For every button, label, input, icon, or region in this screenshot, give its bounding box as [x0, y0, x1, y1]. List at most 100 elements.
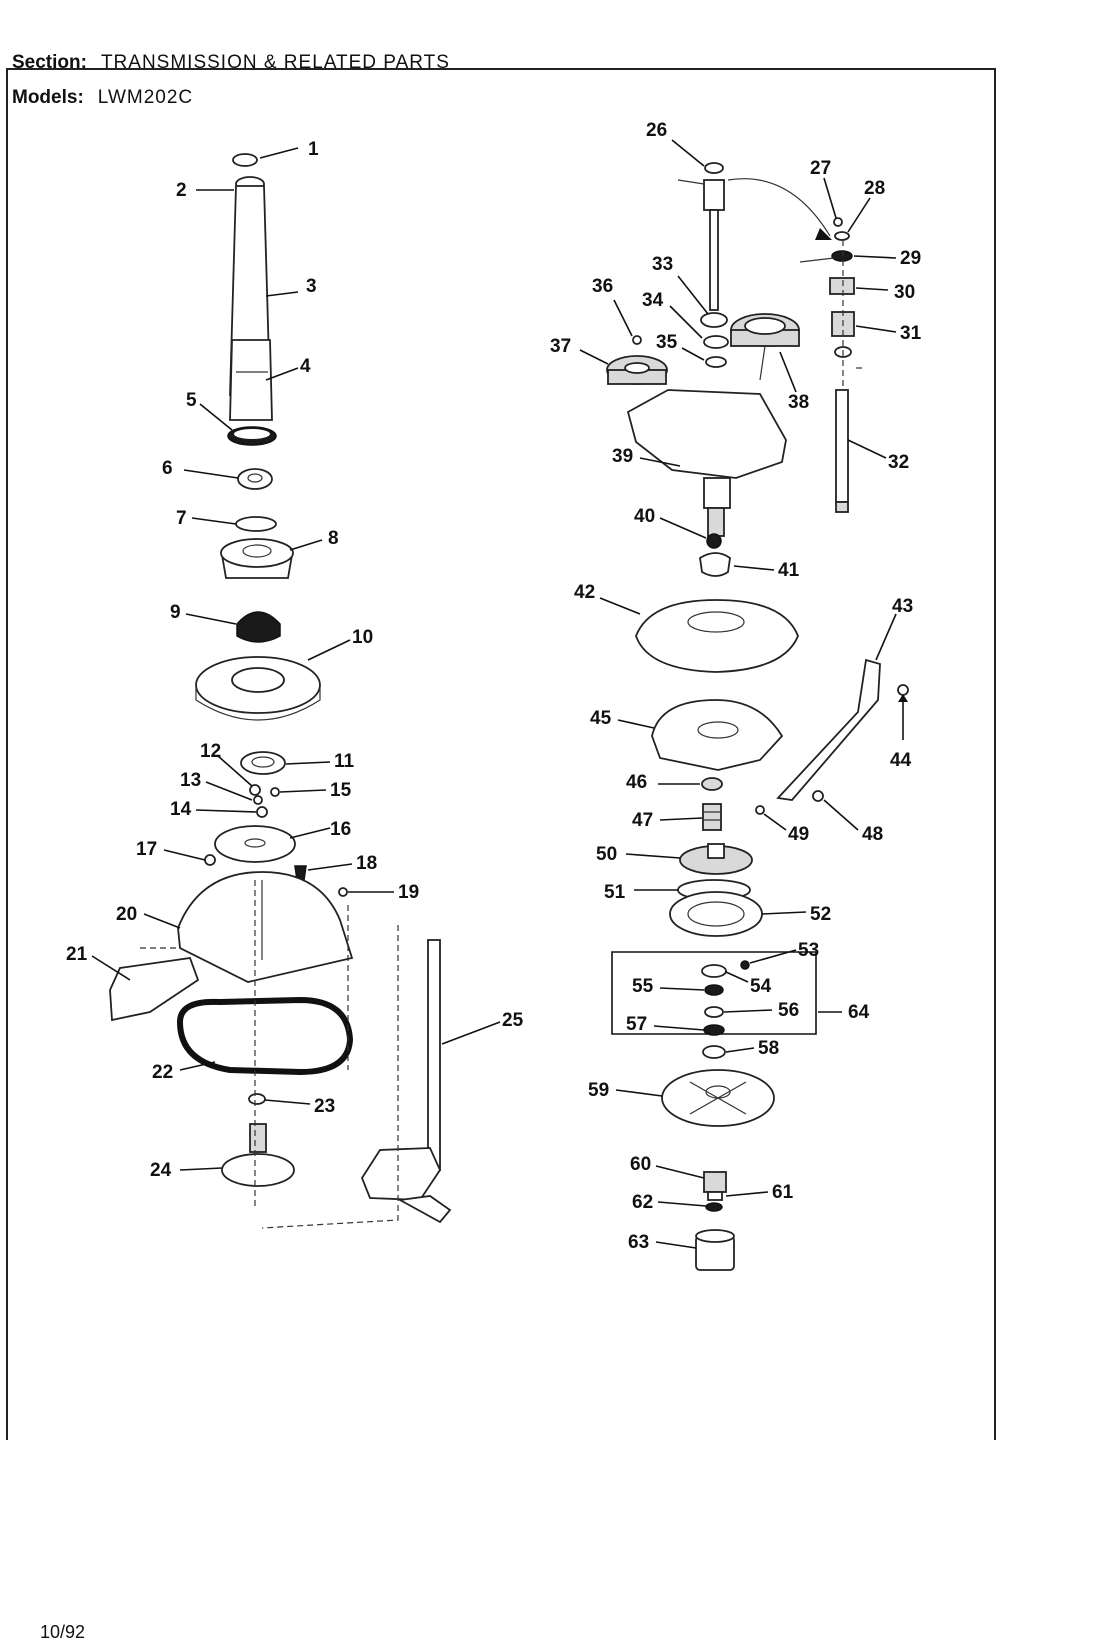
- callout-13: 13: [180, 770, 201, 791]
- callout-19: 19: [398, 882, 419, 903]
- callout-20: 20: [116, 904, 137, 925]
- right-leaders: [579, 139, 897, 1249]
- part-36-screw: [632, 335, 642, 345]
- part-61-sleeve: [707, 1191, 723, 1201]
- part-54-washer: [701, 964, 727, 978]
- callout-55: 55: [632, 976, 654, 997]
- part-9-boot: [236, 611, 281, 643]
- part-64-kit-box: [611, 951, 817, 1035]
- part-7-o-ring: [235, 516, 277, 532]
- callout-26: 26: [646, 120, 667, 141]
- part-42-cover: [635, 599, 799, 673]
- callout-1: 1: [308, 139, 319, 160]
- right-assembly: [606, 162, 909, 1271]
- callout-62: 62: [632, 1192, 653, 1213]
- callout-11: 11: [334, 751, 355, 772]
- part-58-washer: [702, 1045, 726, 1059]
- callout-17: 17: [136, 839, 157, 860]
- callout-22: 22: [152, 1062, 173, 1083]
- part-46-bushing: [701, 777, 723, 791]
- callout-18: 18: [356, 853, 377, 874]
- part-22-gasket: [176, 996, 354, 1076]
- callout-61: 61: [772, 1182, 794, 1203]
- callout-52: 52: [810, 904, 831, 925]
- part-26-pinion-shaft: [703, 179, 725, 211]
- callout-45: 45: [590, 708, 612, 729]
- callout-7: 7: [176, 508, 187, 529]
- part-20-gearcase-cover: [177, 871, 354, 983]
- part-43-lever: [776, 658, 881, 801]
- revision-date: 10/92: [40, 1622, 86, 1642]
- callout-48: 48: [862, 824, 883, 845]
- part-35-washer: [705, 356, 727, 368]
- part-27-washer: [833, 217, 843, 227]
- callout-23: 23: [314, 1096, 335, 1117]
- callout-47: 47: [632, 810, 653, 831]
- part-52-plate: [669, 891, 763, 937]
- part-62-ring: [705, 1202, 723, 1212]
- callout-49: 49: [788, 824, 809, 845]
- callout-4: 4: [300, 356, 311, 377]
- callout-16: 16: [330, 819, 351, 840]
- part-12-washer: [249, 784, 261, 796]
- callout-12: 12: [200, 741, 221, 762]
- part-40-plug: [706, 533, 722, 549]
- callout-5: 5: [186, 390, 197, 411]
- part-4-shaft-collar: [229, 339, 273, 421]
- part-53-screw: [740, 960, 750, 970]
- callout-56: 56: [778, 1000, 799, 1021]
- callout-32: 32: [888, 452, 909, 473]
- part-39-gearcase: [626, 389, 787, 479]
- part-19-screw: [338, 887, 348, 897]
- callout-59: 59: [588, 1080, 609, 1101]
- part-28-washer: [834, 231, 850, 241]
- part-6-bushing: [237, 468, 273, 490]
- part-57-ring: [703, 1024, 725, 1036]
- callout-60: 60: [630, 1154, 651, 1175]
- part-41-cam: [699, 552, 731, 577]
- callout-63: 63: [628, 1232, 649, 1253]
- part-15-ring: [270, 787, 280, 797]
- callout-51: 51: [604, 882, 626, 903]
- part-29-ring: [831, 250, 853, 262]
- callout-24: 24: [150, 1160, 172, 1181]
- callout-14: 14: [170, 799, 192, 820]
- part-60-coupling: [703, 1171, 727, 1193]
- callout-36: 36: [592, 276, 613, 297]
- callout-30: 30: [894, 282, 915, 303]
- part-55-ring: [704, 984, 724, 996]
- part-17-screw: [204, 854, 216, 866]
- callout-31: 31: [900, 323, 922, 344]
- callout-8: 8: [328, 528, 339, 549]
- part-48-screw: [812, 790, 824, 802]
- callout-15: 15: [330, 780, 352, 801]
- part-30-bushing: [829, 277, 855, 295]
- section-heading: Section: TRANSMISSION & RELATED PARTS: [12, 53, 450, 72]
- callout-37: 37: [550, 336, 571, 357]
- left-assembly: [109, 153, 452, 1229]
- part-49-screw: [755, 805, 765, 815]
- callout-44: 44: [890, 750, 912, 771]
- callout-54: 54: [750, 976, 772, 997]
- callout-6: 6: [162, 458, 173, 479]
- part-16-gasket: [214, 825, 296, 863]
- callout-53: 53: [798, 940, 819, 961]
- callout-33: 33: [652, 254, 673, 275]
- callout-labels: 1 2 3 4 5 6 7 8 9 10 11 12 13 14 15 16 1…: [66, 120, 922, 1253]
- callout-50: 50: [596, 844, 617, 865]
- callout-28: 28: [864, 178, 885, 199]
- callout-29: 29: [900, 248, 921, 269]
- callout-57: 57: [626, 1014, 647, 1035]
- callout-10: 10: [352, 627, 373, 648]
- callout-21: 21: [66, 944, 88, 965]
- section-value: TRANSMISSION & RELATED PARTS: [100, 52, 450, 73]
- callout-2: 2: [176, 180, 187, 201]
- callout-35: 35: [656, 332, 678, 353]
- models-heading: Models:LWM202C: [12, 88, 193, 107]
- callout-43: 43: [892, 596, 913, 617]
- part-32-shaft: [835, 389, 849, 503]
- section-label: Section:: [12, 52, 87, 73]
- part-11-bearing: [240, 751, 286, 775]
- exploded-parts-diagram: 1 2 3 4 5 6 7 8 9 10 11 12 13 14 15 16 1…: [6, 68, 996, 1440]
- callout-38: 38: [788, 392, 809, 413]
